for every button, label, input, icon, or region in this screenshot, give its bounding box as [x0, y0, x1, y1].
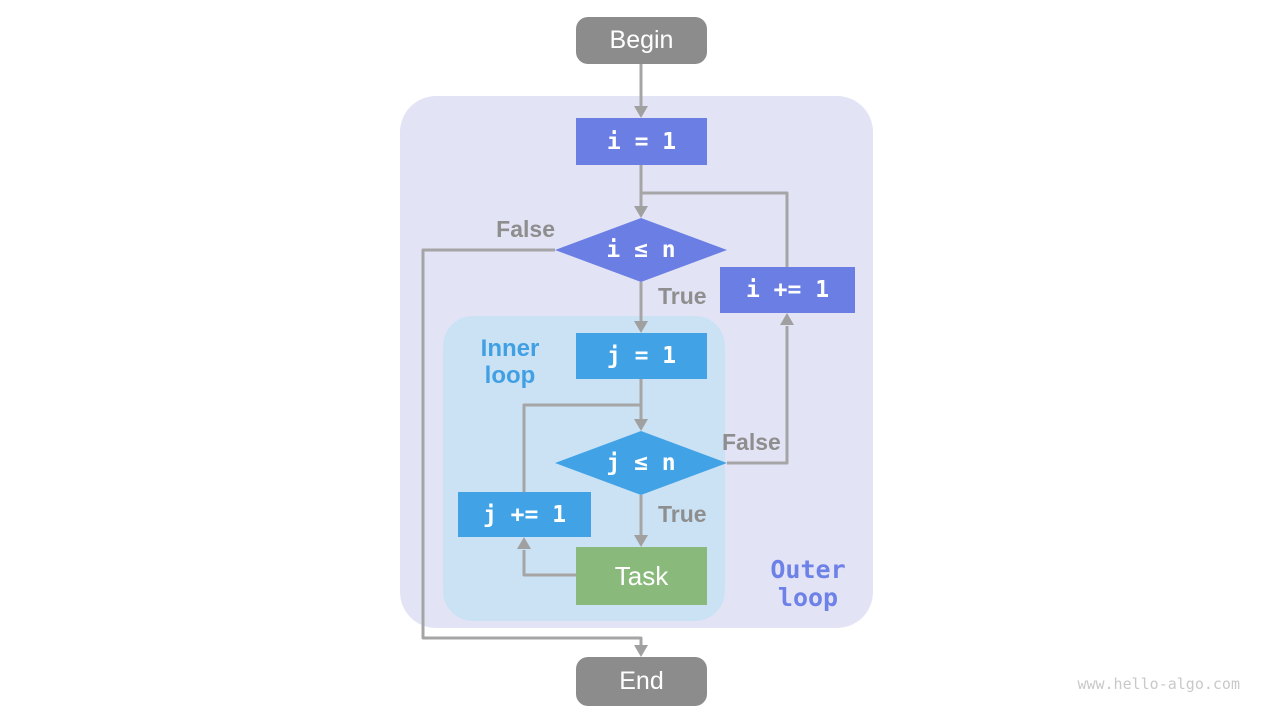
node-j-increment: j += 1	[458, 492, 591, 537]
edge-label-outer-true: True	[658, 283, 707, 309]
watermark: www.hello-algo.com	[1077, 675, 1240, 693]
outer-loop-label: Outer loop	[770, 555, 846, 612]
edge-label-inner-true: True	[658, 501, 707, 527]
edge-label-inner-false: False	[722, 429, 781, 455]
node-i-increment: i += 1	[720, 267, 855, 313]
node-begin: Begin	[576, 17, 707, 64]
node-j-init: j = 1	[576, 333, 707, 379]
edge-label-outer-false: False	[496, 216, 555, 242]
node-task: Task	[576, 547, 707, 605]
node-end: End	[576, 657, 707, 706]
inner-loop-label: Inner loop	[480, 335, 540, 389]
node-i-init: i = 1	[576, 118, 707, 165]
